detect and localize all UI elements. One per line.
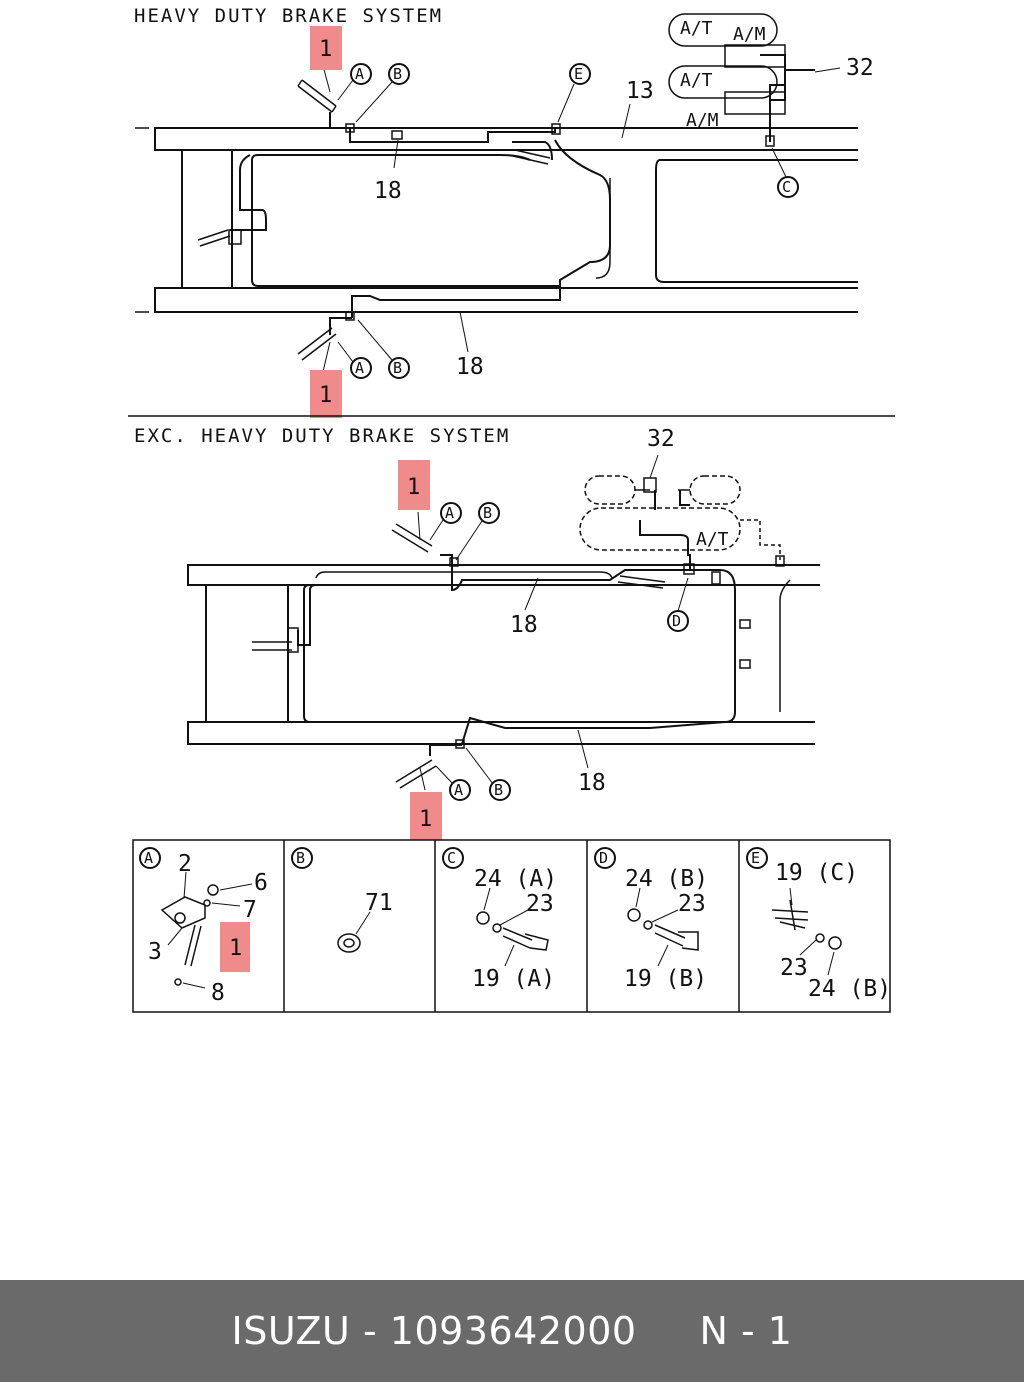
upper-leaders: [321, 61, 841, 377]
callout-32: 32: [846, 55, 874, 81]
callout-1: 1: [407, 475, 420, 500]
callout-23: 23: [526, 891, 554, 917]
lower-hoses: [252, 477, 785, 789]
lower-leaders: [417, 454, 689, 791]
highlight-box: [220, 922, 250, 972]
highlight-box: [398, 460, 430, 510]
marker-letter: A: [355, 65, 364, 83]
callout-6: 6: [254, 870, 268, 896]
detail-panel-c: C 24 (A) 23 19 (A): [442, 847, 557, 992]
at-label: A/T: [680, 18, 713, 39]
upper-hoses: [197, 79, 775, 361]
callout-23: 23: [678, 891, 706, 917]
part-number: 1093642000: [389, 1309, 637, 1353]
marker-letter: B: [296, 849, 305, 867]
lower-section-title: EXC. HEAVY DUTY BRAKE SYSTEM: [134, 425, 510, 447]
marker-letter: D: [672, 612, 681, 630]
callout-18: 18: [374, 178, 402, 204]
marker-letter: B: [393, 359, 402, 377]
brake-line-diagram: HEAVY DUTY BRAKE SYSTEM: [128, 5, 895, 1013]
am-label: A/M: [733, 24, 766, 45]
callout-13: 13: [626, 78, 654, 104]
lower-brake-lines: [297, 490, 781, 756]
highlight-box: [410, 792, 442, 840]
upper-detail-markers: A B E C A B: [350, 63, 799, 379]
brand-name: ISUZU: [231, 1309, 351, 1353]
upper-frame: [135, 127, 858, 313]
detail-panel-b: B 71: [291, 847, 393, 953]
lower-detail-markers: A B D A B: [440, 502, 689, 801]
callout-19b: 19 (B): [624, 966, 707, 992]
marker-letter: E: [751, 849, 760, 867]
callout-23: 23: [780, 955, 808, 981]
marker-letter: A: [454, 781, 463, 799]
callout-18: 18: [578, 770, 606, 796]
callout-19c: 19 (C): [775, 860, 858, 886]
at-label: A/T: [680, 70, 713, 91]
callout-71: 71: [365, 890, 393, 916]
marker-letter: E: [574, 65, 583, 83]
callout-24b: 24 (B): [625, 866, 708, 892]
detail-table: [132, 839, 891, 1013]
callout-1: 1: [319, 383, 332, 408]
detail-panel-a: A 1 2 6 7 3 8: [139, 847, 268, 1006]
marker-letter: B: [483, 504, 492, 522]
marker-letter: C: [782, 178, 791, 196]
am-label: A/M: [686, 110, 719, 131]
upper-brake-lines: [230, 54, 815, 335]
callout-1: 1: [419, 807, 432, 832]
highlight-box: [310, 370, 342, 418]
marker-letter: B: [393, 65, 402, 83]
callout-32: 32: [647, 426, 675, 452]
page-ref: N - 1: [699, 1309, 793, 1353]
part-footer: ISUZU - 1093642000 N - 1: [0, 1280, 1024, 1382]
marker-letter: C: [447, 849, 456, 867]
detail-panel-d: D 24 (B) 23 19 (B): [594, 847, 708, 992]
marker-letter: D: [599, 849, 608, 867]
detail-panel-e: E 19 (C) 23 24 (B): [746, 847, 891, 1002]
callout-3: 3: [148, 939, 162, 965]
callout-24b: 24 (B): [808, 976, 891, 1002]
marker-letter: A: [355, 359, 364, 377]
at-label: A/T: [696, 529, 729, 550]
callout-18: 18: [456, 354, 484, 380]
upper-section-title: HEAVY DUTY BRAKE SYSTEM: [134, 5, 443, 27]
callout-7: 7: [243, 897, 257, 923]
highlight-box: [310, 26, 342, 70]
upper-air-tanks: [668, 13, 786, 115]
callout-1: 1: [319, 37, 332, 62]
callout-24a: 24 (A): [474, 866, 557, 892]
marker-letter: B: [494, 781, 503, 799]
marker-letter: A: [445, 504, 454, 522]
marker-letter: A: [144, 849, 153, 867]
lower-frame: [187, 564, 820, 745]
callout-2: 2: [178, 851, 192, 877]
callout-1: 1: [229, 936, 242, 961]
callout-8: 8: [211, 980, 225, 1006]
lower-air-tanks: [579, 475, 741, 551]
callout-18: 18: [510, 612, 538, 638]
separator: -: [362, 1309, 378, 1353]
callout-19a: 19 (A): [472, 966, 555, 992]
